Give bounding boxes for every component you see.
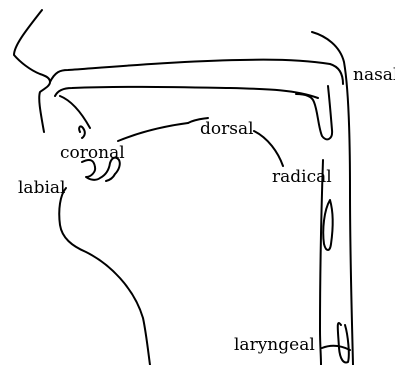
- glottis-line: [322, 346, 350, 350]
- tongue-back: [254, 131, 283, 166]
- hard-palate: [55, 87, 318, 98]
- tongue-dorsum: [118, 123, 188, 141]
- label-labial: labial: [18, 180, 65, 197]
- larynx: [338, 323, 349, 363]
- face-profile-upper: [14, 10, 50, 132]
- label-laryngeal: laryngeal: [234, 337, 315, 354]
- pharyngeal-wall-front: [320, 160, 323, 365]
- tongue-tip: [79, 126, 85, 138]
- label-nasal: nasal: [353, 67, 395, 84]
- label-radical: radical: [272, 169, 332, 186]
- label-coronal: coronal: [60, 145, 125, 162]
- nasal-cavity-roof: [50, 60, 343, 84]
- alveolar-ridge: [60, 96, 90, 128]
- epiglottis: [323, 200, 333, 250]
- label-dorsal: dorsal: [200, 121, 254, 138]
- pharyngeal-wall-back: [312, 32, 353, 365]
- chin-profile: [59, 188, 150, 365]
